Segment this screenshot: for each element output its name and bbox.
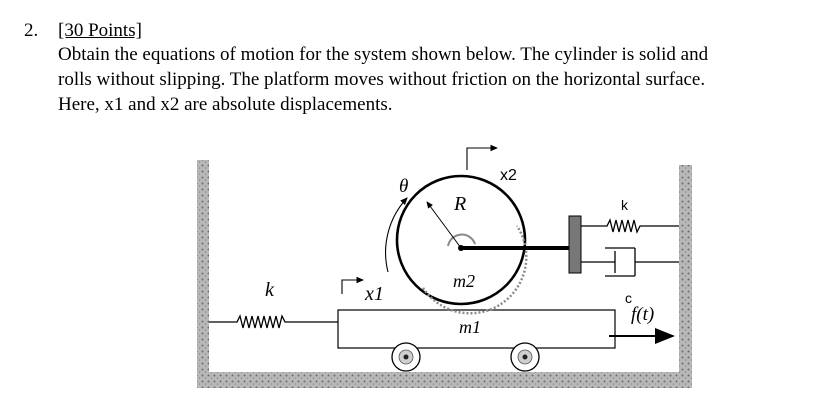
theta-label: θ bbox=[399, 176, 408, 197]
left-spring bbox=[209, 314, 338, 329]
force-label: f(t) bbox=[631, 304, 654, 325]
question-number: 2. bbox=[24, 20, 39, 41]
radius-line bbox=[426, 201, 462, 249]
platform-m1 bbox=[337, 309, 616, 349]
damper bbox=[581, 247, 679, 277]
problem-line-3: Here, x1 and x2 are absolute displacemen… bbox=[58, 94, 393, 115]
right-spring bbox=[581, 218, 679, 234]
ground bbox=[197, 372, 692, 388]
mechanical-system-figure: θ R x2 k c k x1 m2 m1 f(t) bbox=[197, 144, 692, 388]
spring-left-label: k bbox=[265, 279, 275, 301]
m1-label: m1 bbox=[459, 317, 481, 337]
left-wall bbox=[197, 160, 209, 388]
theta-arrow bbox=[385, 197, 408, 273]
m2-label: m2 bbox=[453, 271, 475, 291]
x1-reference bbox=[341, 276, 365, 294]
radius-label: R bbox=[453, 193, 466, 215]
x2-reference bbox=[466, 144, 499, 170]
problem-line-1: Obtain the equations of motion for the s… bbox=[58, 44, 709, 65]
spring-right-label: k bbox=[621, 197, 629, 213]
connector-block bbox=[568, 215, 582, 274]
right-wheel bbox=[510, 342, 540, 372]
problem-body: Obtain the equations of motion for the s… bbox=[58, 42, 814, 117]
x2-label: x2 bbox=[500, 167, 517, 184]
right-wall bbox=[679, 165, 692, 388]
left-wheel bbox=[391, 342, 421, 372]
points-label: [30 Points] bbox=[58, 20, 142, 41]
x1-label: x1 bbox=[364, 283, 384, 305]
problem-line-2: rolls without slipping. The platform mov… bbox=[58, 69, 706, 90]
damper-label: c bbox=[625, 290, 632, 306]
